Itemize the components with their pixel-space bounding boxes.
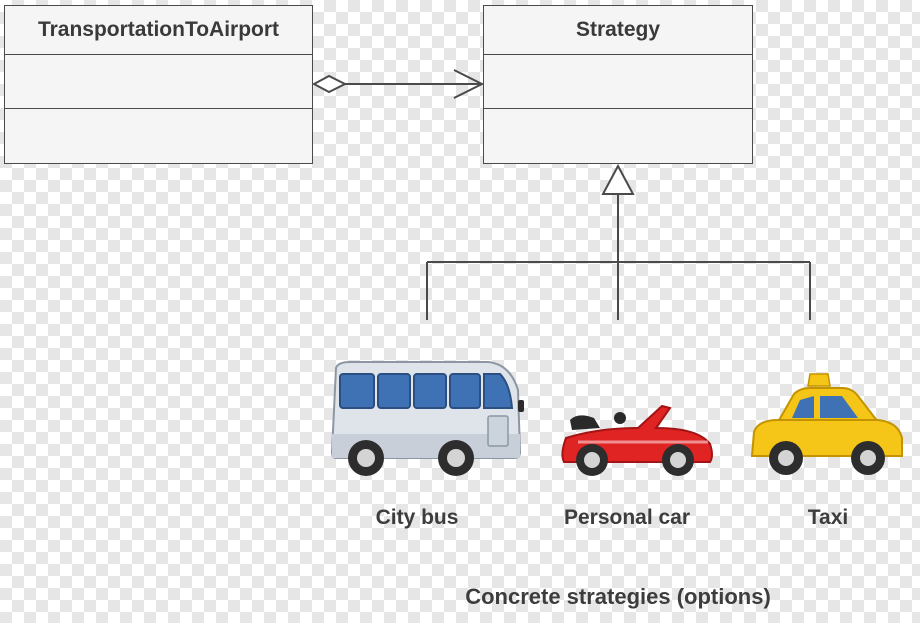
open-arrowhead-icon (453, 69, 485, 99)
class-strategy: Strategy (483, 5, 753, 164)
strategy-label-city-bus: City bus (375, 506, 459, 529)
class-attributes-compartment (5, 54, 312, 108)
aggregation-diamond-icon (311, 74, 348, 94)
strategy-label-personal-car: Personal car (563, 506, 691, 529)
class-transportation-to-airport: TransportationToAirport (4, 5, 313, 164)
class-operations-compartment (484, 108, 752, 163)
class-attributes-compartment (484, 54, 752, 108)
bus-icon (330, 361, 524, 476)
class-name: TransportationToAirport (37, 18, 280, 41)
generalization-connector (426, 163, 811, 320)
convertible-car-icon (561, 404, 713, 476)
inheritance-triangle-icon (601, 163, 635, 195)
class-name: Strategy (575, 18, 661, 41)
strategy-label-taxi: Taxi (807, 506, 849, 529)
taxi-icon (750, 373, 903, 475)
concrete-strategies-caption: Concrete strategies (options) (465, 584, 771, 609)
class-operations-compartment (5, 108, 312, 163)
aggregation-connector (311, 69, 485, 99)
